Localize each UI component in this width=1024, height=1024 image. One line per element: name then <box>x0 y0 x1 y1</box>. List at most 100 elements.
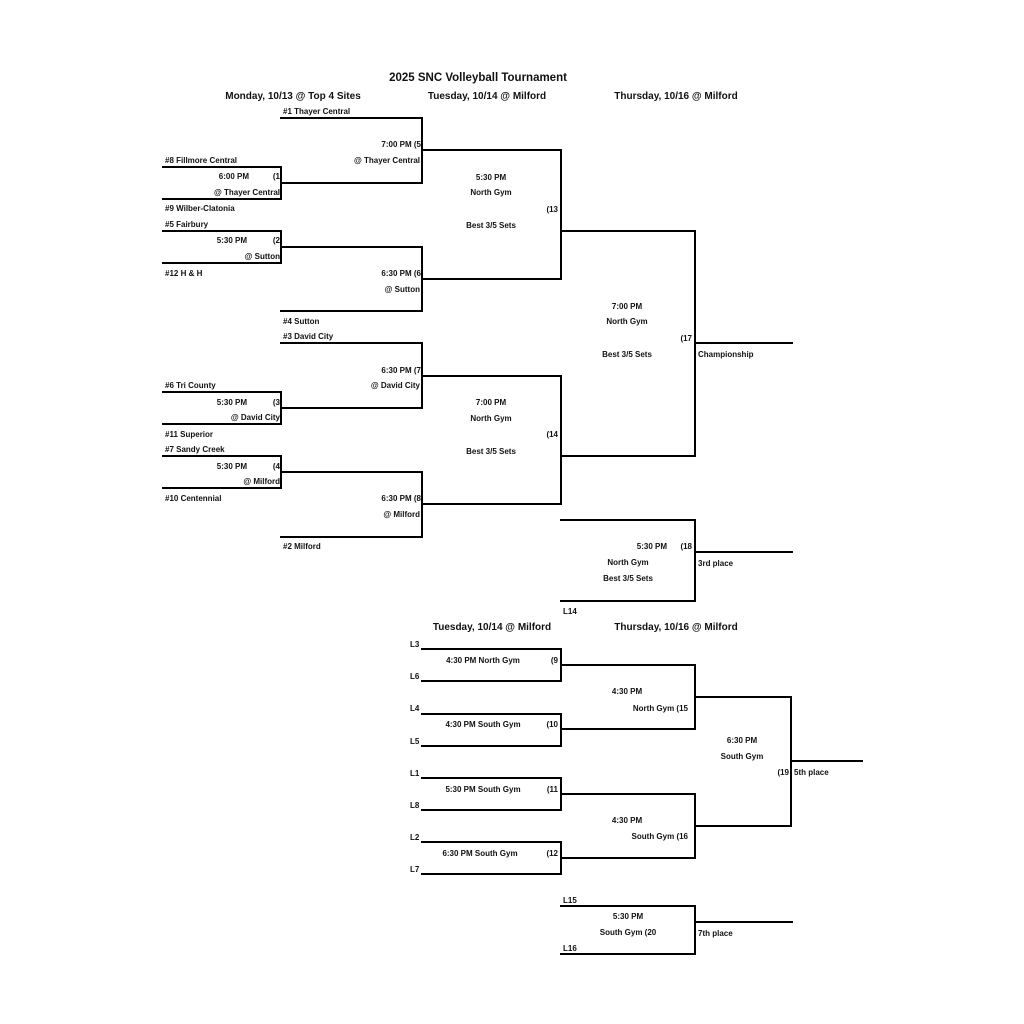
team-slot: #6 Tri County <box>165 381 216 390</box>
game-20-bracket-line <box>560 905 696 955</box>
team-slot: L1 <box>410 769 420 778</box>
game-site: @ Sutton <box>245 252 280 261</box>
game-11: L1 5:30 PM South Gym (11 L8 <box>410 769 696 811</box>
game-12-bracket-line <box>421 841 562 875</box>
game-14: 7:00 PM North Gym (14 Best 3/5 Sets <box>466 375 696 505</box>
game-time: 7:00 PM <box>476 398 507 407</box>
game-venue: North Gym <box>470 188 511 197</box>
game-time: 5:30 PM <box>217 462 248 471</box>
game-format: Best 3/5 Sets <box>466 447 516 456</box>
header-round1: Monday, 10/13 @ Top 4 Sites <box>225 91 361 102</box>
team-slot: L5 <box>410 737 420 746</box>
game-10-bracket-line <box>421 713 562 747</box>
game-8: 6:30 PM (8 @ Milford #2 Milford <box>280 471 562 551</box>
game-number: (14 <box>546 430 558 439</box>
team-slot: #3 David City <box>283 332 334 341</box>
game-7: #3 David City 6:30 PM (7 @ David City <box>280 332 562 409</box>
game-5-bracket-line <box>280 117 423 184</box>
game-7-bracket-line <box>280 342 423 409</box>
game-time: 6:30 PM (8 <box>381 494 421 503</box>
game-20-seventh-place: L15 5:30 PM South Gym (20 7th place L16 <box>560 896 793 955</box>
team-slot: L7 <box>410 865 420 874</box>
game-time: 5:30 PM <box>217 398 248 407</box>
game-venue: North Gym <box>470 414 511 423</box>
game-venue: North Gym <box>607 558 648 567</box>
game-18-third-place: 5:30 PM (18 North Gym Best 3/5 Sets 3rd … <box>560 519 793 616</box>
team-slot: L14 <box>563 607 577 616</box>
game-info: 5:30 PM South Gym <box>445 785 520 794</box>
game-site: @ Thayer Central <box>354 156 420 165</box>
team-slot: L6 <box>410 672 420 681</box>
game-number: (2 <box>273 236 281 245</box>
team-slot: L16 <box>563 944 577 953</box>
result-label: 7th place <box>698 929 733 938</box>
game-venue: South Gym <box>721 752 764 761</box>
header-consolation-round2: Thursday, 10/16 @ Milford <box>614 622 737 633</box>
game-time: 6:30 PM (6 <box>381 269 421 278</box>
game-18-bracket-line <box>560 519 696 602</box>
game-number: (19 <box>777 768 789 777</box>
game-6: 6:30 PM (6 @ Sutton #4 Sutton <box>280 246 562 326</box>
game-10: L4 4:30 PM South Gym (10 L5 <box>410 704 696 747</box>
game-15: 4:30 PM North Gym (15 <box>612 664 792 730</box>
game-time: 6:30 PM (7 <box>381 366 421 375</box>
game-5: #1 Thayer Central 7:00 PM (5 @ Thayer Ce… <box>280 107 562 184</box>
result-label: Championship <box>698 350 754 359</box>
team-slot: #12 H & H <box>165 269 203 278</box>
team-slot: #4 Sutton <box>283 317 320 326</box>
game-9-bracket-line <box>421 648 562 682</box>
game-time: 7:00 PM <box>612 302 643 311</box>
game-time: 6:00 PM <box>219 172 250 181</box>
game-site: @ Sutton <box>385 285 420 294</box>
team-slot: L8 <box>410 801 420 810</box>
game-site: @ Thayer Central <box>214 188 280 197</box>
team-slot: L4 <box>410 704 420 713</box>
game-time: 5:30 PM <box>217 236 248 245</box>
game-time: 7:00 PM (5 <box>381 140 421 149</box>
game-number: (12 <box>546 849 558 858</box>
team-slot: #5 Fairbury <box>165 220 209 229</box>
game-number: (10 <box>546 720 558 729</box>
header-consolation-round1: Tuesday, 10/14 @ Milford <box>433 622 551 633</box>
team-slot: L15 <box>563 896 577 905</box>
bracket-title: 2025 SNC Volleyball Tournament <box>389 72 567 84</box>
team-slot: #2 Milford <box>283 542 321 551</box>
game-8-bracket-line <box>280 471 423 538</box>
game-format: Best 3/5 Sets <box>603 574 653 583</box>
game-number: (17 <box>680 334 692 343</box>
team-slot: #7 Sandy Creek <box>165 445 225 454</box>
game-format: Best 3/5 Sets <box>602 350 652 359</box>
game-1: #8 Fillmore Central 6:00 PM (1 @ Thayer … <box>162 156 423 213</box>
game-time: 4:30 PM <box>612 687 643 696</box>
game-number: (9 <box>551 656 559 665</box>
game-info: 4:30 PM South Gym <box>445 720 520 729</box>
game-site: @ Milford <box>383 510 420 519</box>
game-11-bracket-line <box>421 777 562 811</box>
game-time: 4:30 PM <box>612 816 643 825</box>
game-3: #6 Tri County 5:30 PM (3 @ David City #1… <box>162 381 423 439</box>
team-slot: #8 Fillmore Central <box>165 156 237 165</box>
game-info: 4:30 PM North Gym <box>446 656 520 665</box>
game-number: (13 <box>546 205 558 214</box>
game-time: 5:30 PM <box>613 912 644 921</box>
game-2: #5 Fairbury 5:30 PM (2 @ Sutton #12 H & … <box>162 220 423 278</box>
game-6-bracket-line <box>280 246 423 312</box>
game-13: 5:30 PM North Gym (13 Best 3/5 Sets <box>466 149 696 280</box>
game-number: (18 <box>680 542 692 551</box>
game-time: 6:30 PM <box>727 736 758 745</box>
game-format: Best 3/5 Sets <box>466 221 516 230</box>
result-label: 3rd place <box>698 559 734 568</box>
game-number: (4 <box>273 462 281 471</box>
team-slot: L3 <box>410 640 420 649</box>
game-venue-number: North Gym (15 <box>633 704 689 713</box>
game-venue-number: South Gym (16 <box>632 832 689 841</box>
game-venue: North Gym <box>606 317 647 326</box>
game-site: @ David City <box>231 413 281 422</box>
header-round3: Thursday, 10/16 @ Milford <box>614 91 737 102</box>
game-19-fifth-place: 6:30 PM South Gym (19 5th place <box>721 696 863 827</box>
game-17-championship: 7:00 PM North Gym (17 Best 3/5 Sets Cham… <box>602 230 793 457</box>
game-16: 4:30 PM South Gym (16 <box>612 793 792 859</box>
team-slot: L2 <box>410 833 420 842</box>
game-site: @ Milford <box>243 477 280 486</box>
game-time: 5:30 PM <box>476 173 507 182</box>
